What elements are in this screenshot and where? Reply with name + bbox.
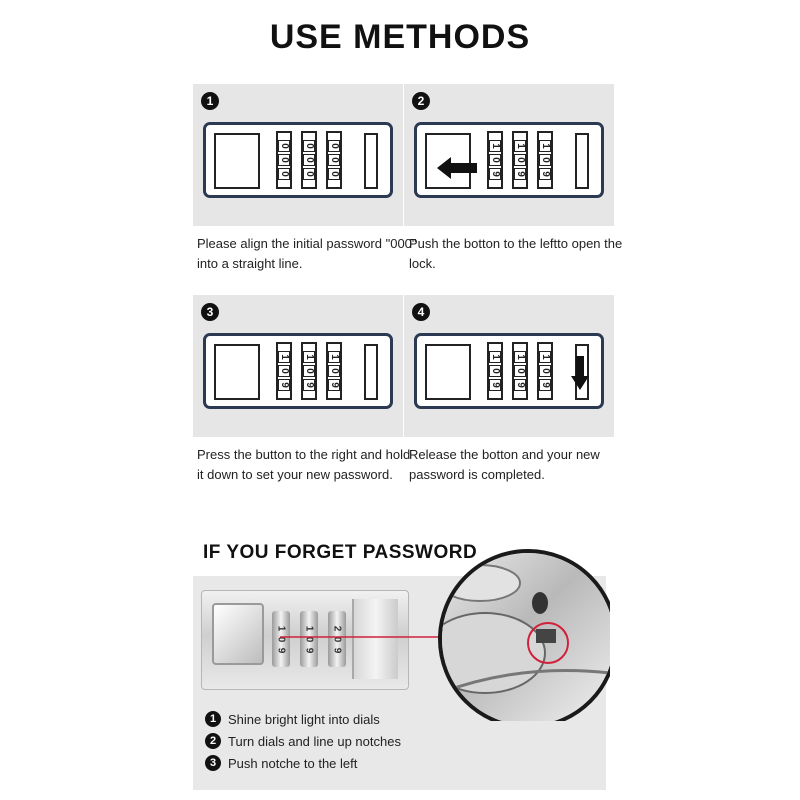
arrow-down-icon <box>571 356 589 390</box>
list-item: 1 Shine bright light into dials <box>205 708 401 730</box>
step-number-badge: 4 <box>412 303 430 321</box>
arrow-left-icon <box>437 157 477 179</box>
forget-password-title: IF YOU FORGET PASSWORD <box>203 542 478 563</box>
lock-window <box>214 133 260 189</box>
lock-window <box>214 344 260 400</box>
step-number-badge: 3 <box>205 755 221 771</box>
lock-window <box>425 133 477 189</box>
step-number-badge: 1 <box>205 711 221 727</box>
step-number-badge: 1 <box>201 92 219 110</box>
lock-button <box>571 344 589 400</box>
step-caption-1: Please align the initial password "000" … <box>197 236 417 271</box>
list-item: 3 Push notche to the left <box>205 752 401 774</box>
step-number-badge: 2 <box>412 92 430 110</box>
lock-photo-window <box>212 603 264 665</box>
notch-highlight <box>527 622 569 664</box>
lock-window <box>425 344 471 400</box>
lock-photo-button <box>352 599 398 679</box>
forget-steps-list: 1 Shine bright light into dials 2 Turn d… <box>205 708 401 774</box>
step-text: Turn dials and line up notches <box>228 733 401 749</box>
lock-button <box>364 133 378 189</box>
magnified-dial-view <box>438 549 610 721</box>
step-text: Push notche to the left <box>228 755 358 771</box>
list-item: 2 Turn dials and line up notches <box>205 730 401 752</box>
step-caption-2: Push the botton to the leftto open the l… <box>409 236 623 271</box>
lock-button <box>364 344 378 400</box>
step-caption-3: Press the button to the right and hold i… <box>197 447 411 482</box>
step-number-badge: 2 <box>205 733 221 749</box>
page-title: USE METHODS <box>269 18 531 56</box>
step-number-badge: 3 <box>201 303 219 321</box>
step-caption-4: Release the botton and your new password… <box>409 447 600 482</box>
step-text: Shine bright light into dials <box>228 711 380 727</box>
lock-button <box>575 133 589 189</box>
